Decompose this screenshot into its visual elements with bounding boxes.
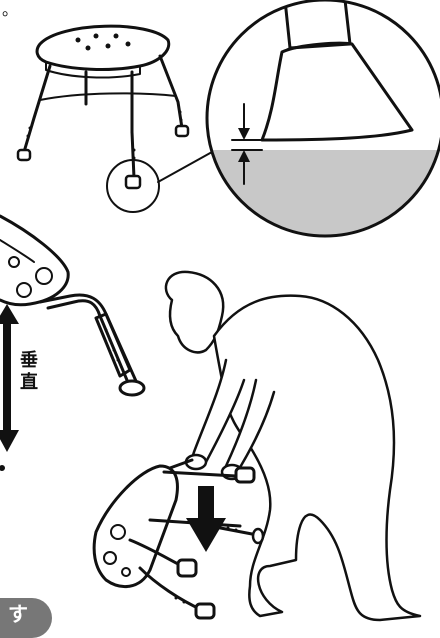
foot-detail-zoom	[200, 0, 440, 270]
upside-down-chair-drawing	[94, 460, 263, 618]
punctuation-mark: 。	[2, 0, 18, 20]
vertical-label: 垂直	[18, 350, 40, 394]
person-pressing-chair-drawing	[166, 272, 420, 620]
tilted-chair-drawing	[0, 216, 144, 471]
bottom-tab-text: す	[8, 598, 28, 627]
bottom-tab: す	[0, 598, 52, 638]
shower-chair-drawing	[18, 26, 212, 212]
